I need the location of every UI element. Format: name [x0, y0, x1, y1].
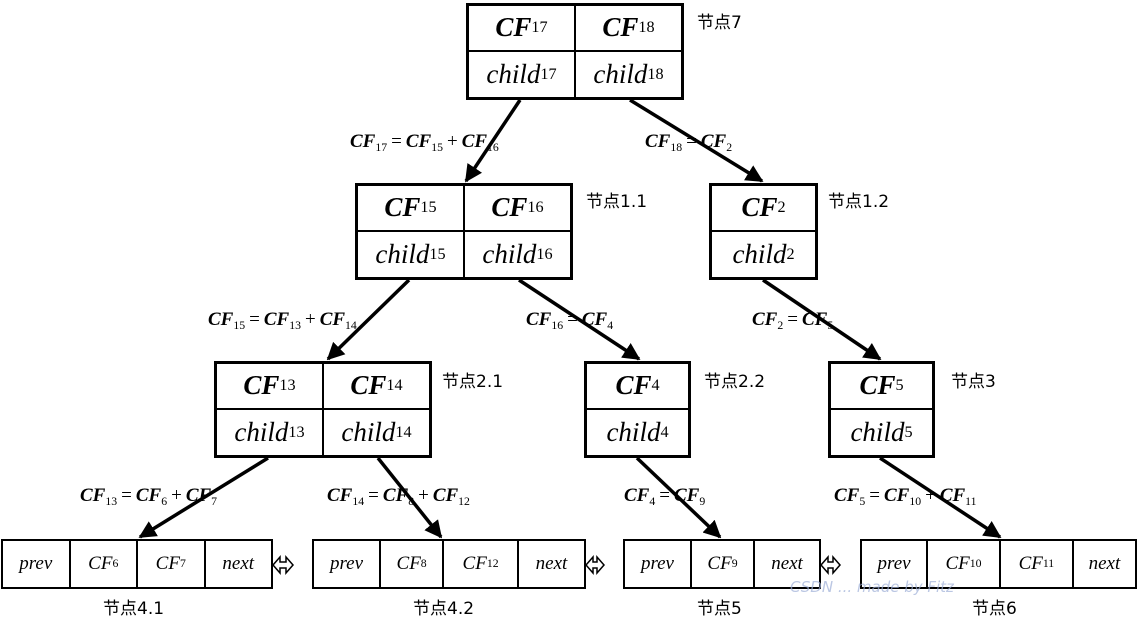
cf-equation: CF5=CF10+CF11 [834, 485, 977, 509]
child-arrow [326, 278, 411, 361]
leaf-label: 节点4.2 [413, 599, 475, 619]
double-arrow-icon [820, 555, 841, 575]
cf-equation: CF15=CF13+CF14 [208, 309, 357, 333]
child-arrow [879, 456, 1002, 539]
cf-equation: CF16=CF4 [526, 309, 614, 333]
node-label: 节点7 [697, 13, 742, 33]
cf-equation: CF17=CF15+CF16 [350, 131, 499, 155]
child-arrow [635, 456, 722, 539]
prev-pointer: prev [329, 553, 364, 574]
next-pointer: next [516, 541, 584, 587]
child-arrow [762, 278, 882, 361]
prev-pointer: prev [19, 553, 53, 574]
node-label: 节点1.2 [828, 192, 890, 212]
child-arrow [464, 99, 522, 183]
leaf-label: 节点6 [972, 599, 1017, 619]
child-arrow [138, 456, 269, 539]
cf-equation: CF13=CF6+CF7 [80, 485, 218, 509]
cf-equation: CF2=CF5 [752, 309, 834, 333]
next-pointer: next [753, 541, 819, 587]
double-arrow-icon [272, 555, 294, 575]
watermark: CSDN ... made by Fitz [790, 578, 954, 596]
leaf-label: 节点4.1 [103, 599, 165, 619]
node-label: 节点2.1 [442, 372, 504, 392]
double-arrow-icon [585, 555, 605, 575]
cf-equation: CF4=CF9 [624, 485, 706, 509]
prev-pointer: prev [640, 553, 674, 574]
child-arrow [629, 98, 764, 183]
cf-equation: CF18=CF2 [645, 131, 733, 155]
next-pointer: next [203, 541, 272, 587]
node-label: 节点3 [951, 372, 996, 392]
leaf-label: 节点5 [697, 599, 742, 619]
next-pointer: next [1071, 541, 1135, 587]
node-label: 节点2.2 [704, 372, 766, 392]
prev-pointer: prev [877, 553, 911, 574]
cf-equation: CF14=CF8+CF12 [327, 485, 470, 509]
child-arrow [376, 456, 443, 539]
node-label: 节点1.1 [586, 192, 648, 212]
child-arrow [518, 278, 641, 361]
